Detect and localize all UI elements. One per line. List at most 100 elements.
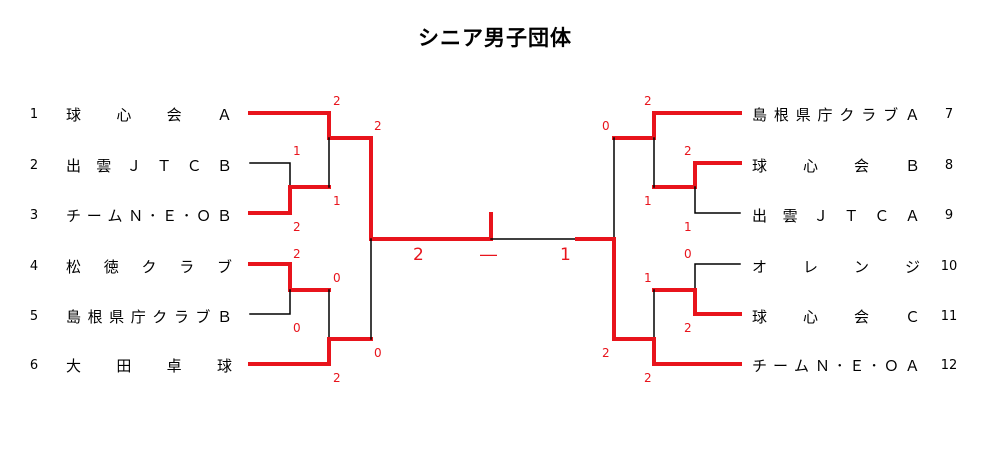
- team-name-char: 島: [66, 308, 82, 326]
- team-name-char: 心: [802, 157, 818, 175]
- match-score: 2: [684, 144, 692, 158]
- team-name-char: 会: [853, 308, 869, 326]
- team-name-char: Ｔ: [156, 157, 172, 175]
- match-score: 2: [374, 119, 382, 133]
- team-name-char: Ｂ: [216, 207, 232, 225]
- team-name-char: Ａ: [904, 106, 920, 124]
- team-name-char: 徳: [103, 258, 119, 276]
- team-name-char: ー: [86, 207, 102, 225]
- team-name-char: ム: [793, 357, 809, 375]
- team-name-char: Ｅ: [849, 357, 865, 375]
- seed-number: 7: [944, 107, 954, 122]
- team-name-char: ー: [772, 357, 788, 375]
- match-score: 1: [333, 194, 341, 208]
- team-name-char: 県: [109, 308, 125, 326]
- seed-number: 2: [29, 158, 39, 173]
- team-name-char: 出: [752, 207, 768, 225]
- bracket-line-winner: [612, 111, 742, 140]
- team-name: 大田卓球大田卓球: [66, 357, 232, 375]
- page-title: シニア男子団体: [418, 26, 572, 50]
- team-name-char: 松: [66, 258, 82, 276]
- match-score: 1: [684, 220, 692, 234]
- match-score: 1: [644, 271, 652, 285]
- match-score: 0: [684, 247, 692, 261]
- team-name-char: 出: [66, 157, 82, 175]
- match-score: 0: [602, 119, 610, 133]
- team-name-char: 心: [802, 308, 818, 326]
- team-name-char: 根: [773, 106, 789, 124]
- team-name-char: Ｎ: [128, 207, 144, 225]
- team-name-char: ラ: [173, 308, 189, 326]
- team-name-char: ･: [148, 207, 157, 225]
- match-score: 2: [684, 321, 692, 335]
- team-name-char: Ｊ: [813, 207, 829, 225]
- team-name-char: ブ: [195, 308, 211, 326]
- bracket-line: [249, 289, 291, 315]
- team-name-char: ン: [853, 258, 869, 276]
- seed-number: 1: [29, 107, 39, 122]
- team-name: 出雲ＪＴＣＢ出雲ＪＴＣＢ: [66, 157, 232, 175]
- final-score-left: 2: [413, 245, 424, 265]
- seed-number: 4: [29, 259, 39, 274]
- team-name-char: ジ: [904, 258, 920, 276]
- team-name: 出雲ＪＴＣＡ出雲ＪＴＣＡ: [752, 207, 920, 225]
- seed-number: 6: [29, 358, 39, 373]
- seed-number: 8: [944, 158, 954, 173]
- team-name-char: 卓: [166, 357, 182, 375]
- team-name-char: Ｃ: [904, 308, 920, 326]
- bracket-line-winner: [248, 111, 373, 140]
- team-name-char: 球: [752, 308, 768, 326]
- bracket-line-winner: [652, 161, 742, 189]
- bracket-line: [249, 162, 291, 188]
- bracket-line-winner: [369, 136, 493, 241]
- team-name-char: 会: [853, 157, 869, 175]
- bracket-line-winner: [248, 337, 373, 366]
- team-name-char: チ: [66, 207, 82, 225]
- team-name: オレンジオレンジ: [752, 258, 920, 276]
- team-name-char: Ｂ: [216, 308, 232, 326]
- team-name-char: Ｃ: [874, 207, 890, 225]
- team-name: 島根県庁クラブＡ島根県庁クラブＡ: [752, 106, 920, 124]
- team-name-char: ク: [152, 308, 168, 326]
- team-name-char: チ: [752, 357, 768, 375]
- team-name: 球心会Ｃ球心会Ｃ: [752, 308, 920, 326]
- final-score-separator: ―: [480, 245, 497, 265]
- team-name-char: 庁: [817, 106, 833, 124]
- seed-number: 12: [940, 358, 958, 373]
- team-name-char: ラ: [179, 258, 195, 276]
- bracket-line-winner: [248, 185, 331, 215]
- team-name: 松徳クラブ松徳クラブ: [66, 258, 232, 276]
- team-name-char: Ｏ: [883, 357, 899, 375]
- team-name-char: 根: [87, 308, 103, 326]
- team-name-char: ク: [839, 106, 855, 124]
- team-name-char: 会: [166, 106, 182, 124]
- team-name-char: 球: [752, 157, 768, 175]
- match-score: 0: [293, 321, 301, 335]
- match-score: 2: [293, 247, 301, 261]
- bracket-line: [694, 263, 741, 291]
- seed-number: 3: [29, 208, 39, 223]
- team-name-char: ラ: [861, 106, 877, 124]
- match-score: 1: [293, 144, 301, 158]
- match-score: 2: [333, 371, 341, 385]
- team-name-char: ブ: [883, 106, 899, 124]
- team-name-char: レ: [802, 258, 818, 276]
- team-name-char: Ｃ: [186, 157, 202, 175]
- match-score: 2: [602, 346, 610, 360]
- team-name-char: 雲: [782, 207, 798, 225]
- match-score: 1: [644, 194, 652, 208]
- match-score: 2: [644, 94, 652, 108]
- team-name-char: ム: [107, 207, 123, 225]
- final-score-right: 1: [560, 245, 571, 265]
- team-name-char: Ａ: [904, 207, 920, 225]
- team-name-char: Ｅ: [162, 207, 178, 225]
- team-name-char: 田: [116, 357, 132, 375]
- team-name-char: ･: [182, 207, 191, 225]
- team-name-char: ブ: [216, 258, 232, 276]
- seed-number: 5: [29, 309, 39, 324]
- team-name: 球心会Ｂ球心会Ｂ: [752, 157, 920, 175]
- team-name-char: 庁: [130, 308, 146, 326]
